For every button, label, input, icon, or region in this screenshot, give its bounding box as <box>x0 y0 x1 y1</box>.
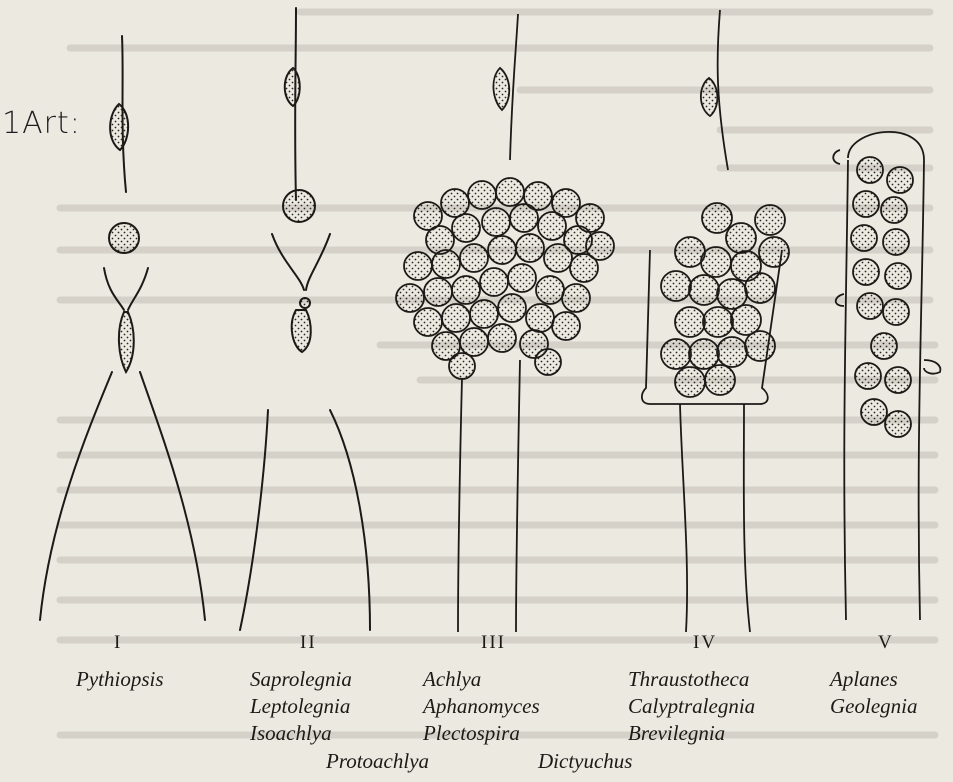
numeral-ii: II <box>300 632 317 654</box>
drawing-iii-achlya <box>396 14 614 632</box>
genus-list-i: Pythiopsis <box>76 666 164 693</box>
numeral-iv: IV <box>693 632 717 654</box>
genus-label: Achlya <box>423 666 540 693</box>
genus-label: Aphanomyces <box>423 693 540 720</box>
genus-protoachlya: Protoachlya <box>326 748 429 775</box>
genus-label: Brevilegnia <box>628 720 755 747</box>
genus-label: Geolegnia <box>830 693 917 720</box>
genus-label: Leptolegnia <box>250 693 352 720</box>
genus-label: Saprolegnia <box>250 666 352 693</box>
genus-dictyuchus: Dictyuchus <box>538 748 632 775</box>
numeral-iii: III <box>481 632 506 654</box>
genus-label: Isoachlya <box>250 720 352 747</box>
genus-label: Calyptralegnia <box>628 693 755 720</box>
genus-label: Pythiopsis <box>76 666 164 693</box>
drawing-ii-saprolegnia <box>240 8 370 630</box>
genus-label: Aplanes <box>830 666 917 693</box>
numeral-v: V <box>878 632 894 654</box>
genus-list-iii: Achlya Aphanomyces Plectospira <box>423 666 540 747</box>
genus-label: Plectospira <box>423 720 540 747</box>
genus-list-iv: Thraustotheca Calyptralegnia Brevilegnia <box>628 666 755 747</box>
numeral-i: I <box>114 632 122 654</box>
drawing-v-aplanes <box>833 132 940 620</box>
genus-label: Thraustotheca <box>628 666 755 693</box>
handwritten-note: 1Art: <box>2 106 81 141</box>
drawing-iv-thraustotheca <box>642 10 789 632</box>
genus-list-v: Aplanes Geolegnia <box>830 666 917 720</box>
genus-list-ii: Saprolegnia Leptolegnia Isoachlya <box>250 666 352 747</box>
